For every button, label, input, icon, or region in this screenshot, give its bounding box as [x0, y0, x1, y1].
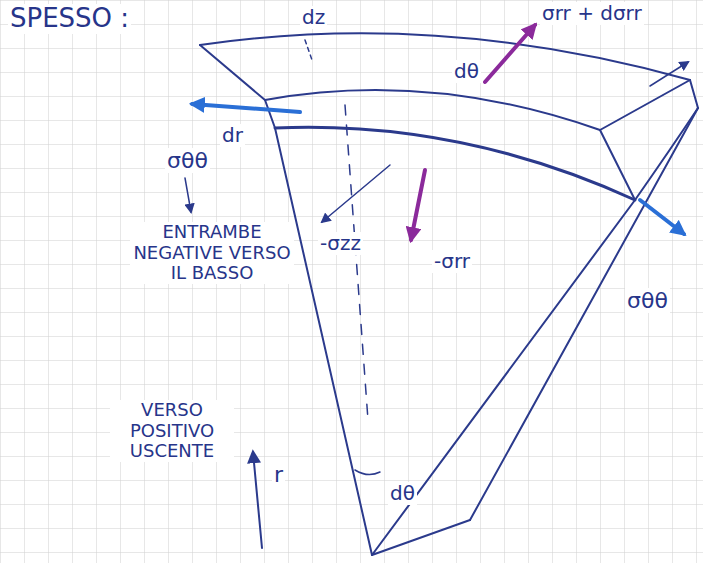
dz-tick — [305, 40, 312, 60]
stress-arrow — [485, 25, 535, 82]
annotation-label: VERSO POSITIVO USCENTE — [110, 400, 234, 462]
back-right-edge — [690, 80, 698, 108]
annotation-label: SPESSO : — [8, 4, 131, 34]
dr-edge — [200, 45, 265, 100]
stress-arrow — [411, 170, 425, 240]
annotation-label: dθ — [388, 482, 417, 505]
annotation-label: -σrr — [432, 250, 472, 273]
right-top-edge — [600, 80, 690, 130]
angle-arc — [355, 470, 380, 475]
wedge-bottom-edge — [372, 520, 470, 555]
front-right-edge — [600, 130, 635, 200]
annotation-label: ENTRAMBE NEGATIVE VERSO IL BASSO — [130, 222, 294, 284]
outer-back-arc — [200, 33, 690, 80]
hidden-edge — [345, 105, 368, 420]
annotation-label: dθ — [452, 60, 481, 83]
inner-arc — [275, 127, 635, 200]
annotation-label: dr — [220, 124, 245, 147]
stress-arrow — [640, 200, 684, 234]
annotation-label: σrr + dσrr — [540, 2, 644, 25]
annotation-label: -σzz — [318, 232, 363, 255]
annotation-label: dz — [300, 6, 327, 29]
annotation-label: r — [272, 462, 285, 487]
stress-arrow — [192, 104, 300, 112]
pointer-arrow — [185, 178, 191, 212]
front-left-edge — [265, 100, 275, 128]
wedge-front-edge — [372, 200, 635, 555]
back-inner-arc — [635, 108, 698, 200]
outer-front-arc — [265, 90, 600, 130]
annotation-label: σθθ — [165, 148, 210, 173]
wedge-back-edge — [470, 108, 698, 520]
stress-arrow — [322, 165, 390, 222]
annotation-label: σθθ — [625, 288, 670, 313]
radius-arrow — [253, 452, 262, 548]
stress-arrow — [650, 62, 688, 86]
